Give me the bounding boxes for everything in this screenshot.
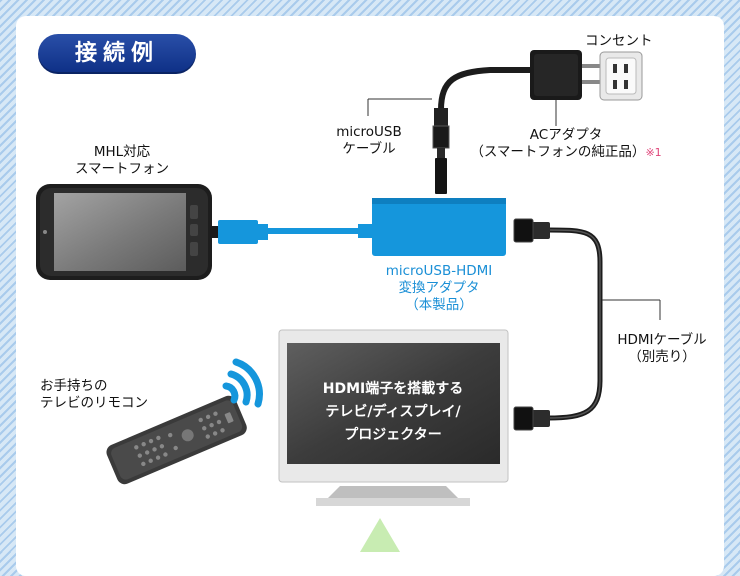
product-label: microUSB-HDMI 変換アダプタ （本製品） [360,263,518,314]
hdmi-cable-label-line2: （別売り） [628,349,696,365]
microusb-cable-label-line2: ケーブル [342,141,396,157]
footnote-marker: ※1 [645,146,662,159]
phone-label-line1: MHL対応 [93,144,151,160]
tv-label: HDMI端子を搭載する テレビ/ディスプレイ/ プロジェクター [290,378,496,447]
tv-label-line1: HDMI端子を搭載する [322,381,464,397]
remote-label: お手持ちの テレビのリモコン [40,378,148,412]
product-label-line1: microUSB-HDMI [385,263,493,279]
connection-diagram [36,50,661,552]
hdmi-cable [513,218,603,431]
tv-label-line3: プロジェクター [344,427,442,443]
phone-cable [210,220,374,244]
remote-label-line1: お手持ちの [40,378,108,394]
smartphone-icon [36,184,212,280]
power-plug-icon [582,64,604,68]
hdmi-cable-label-line1: HDMIケーブル [617,332,707,348]
microusb-cable-label: microUSB ケーブル [328,124,410,158]
wall-outlet-icon [599,51,643,101]
ac-adapter-label: ACアダプタ （スマートフォンの純正品）※1 [460,127,672,161]
outlet-label: コンセント [585,33,653,49]
product-label-line2: 変換アダプタ [398,280,480,296]
hdmi-plug-icon [530,222,550,239]
hdmi-plug-icon [530,410,550,427]
phone-label-line2: スマートフォン [74,161,170,177]
tv-label-line2: テレビ/ディスプレイ/ [325,404,461,420]
hdmi-cable-label: HDMIケーブル （別売り） [612,332,712,366]
down-arrow-icon [360,518,400,552]
tv-icon [278,329,509,506]
microusb-cable-label-line1: microUSB [336,124,402,140]
product-label-line3: （本製品） [405,297,473,313]
wireless-signal-icon [222,358,263,408]
remote-control-icon [106,395,247,485]
phone-label: MHL対応 スマートフォン [68,144,176,178]
remote-label-line2: テレビのリモコン [40,395,148,411]
content-panel [16,16,724,576]
ac-adapter-label-line2: （スマートフォンの純正品） [470,144,646,160]
microusb-cable [432,67,535,194]
ac-adapter-label-line1: ACアダプタ [529,127,603,143]
section-title-badge: 接続例 [38,34,196,74]
adapter-icon [372,198,506,256]
ac-adapter [530,50,604,100]
